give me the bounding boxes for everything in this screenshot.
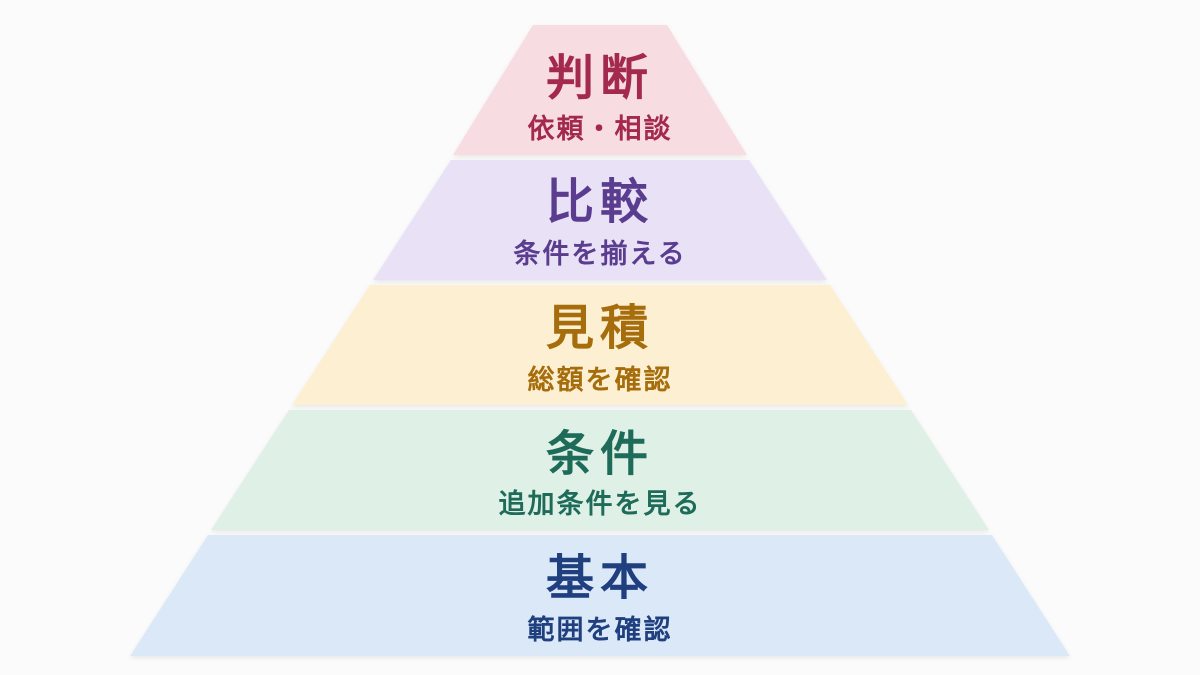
tier-basic-title: 基本 bbox=[546, 550, 654, 606]
tier-conditions-title: 条件 bbox=[546, 426, 654, 482]
tier-judgment-title: 判断 bbox=[546, 50, 654, 106]
tier-judgment-subtitle: 依頼・相談 bbox=[528, 113, 673, 145]
tier-comparison-shape bbox=[373, 160, 827, 280]
tier-conditions-shape bbox=[211, 410, 989, 530]
tier-comparison: 比較 条件を揃える bbox=[373, 160, 827, 280]
tier-estimate-title: 見積 bbox=[546, 300, 654, 356]
tier-comparison-subtitle: 条件を揃える bbox=[513, 239, 686, 270]
tier-judgment-shape bbox=[453, 25, 747, 155]
tier-estimate-subtitle: 総額を確認 bbox=[528, 364, 673, 396]
tier-comparison-title: 比較 bbox=[546, 174, 654, 230]
tier-basic: 基本 範囲を確認 bbox=[130, 535, 1070, 656]
tier-conditions: 条件 追加条件を見る bbox=[211, 410, 989, 530]
tier-judgment: 判断 依頼・相談 bbox=[453, 25, 747, 155]
tier-conditions-subtitle: 追加条件を見る bbox=[499, 488, 702, 520]
tier-estimate-shape bbox=[292, 285, 908, 405]
tier-basic-subtitle: 範囲を確認 bbox=[528, 614, 673, 646]
tier-estimate: 見積 総額を確認 bbox=[292, 285, 908, 405]
tier-basic-shape bbox=[130, 535, 1070, 656]
